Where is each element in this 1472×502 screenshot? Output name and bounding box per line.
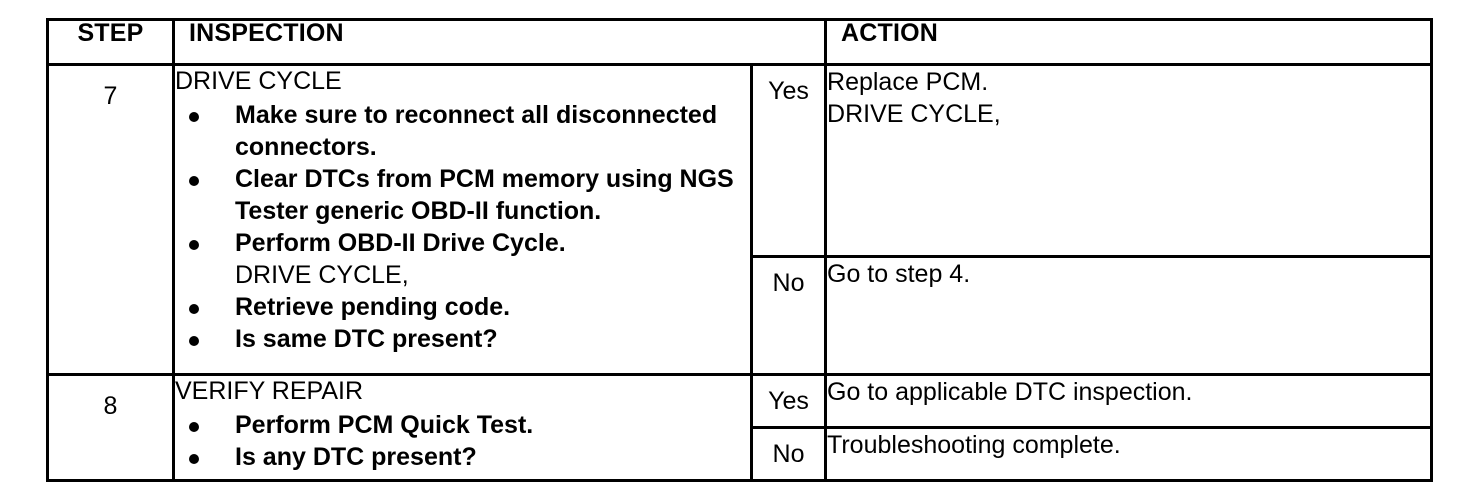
outcome-label-text: No <box>772 269 805 298</box>
action-cell: Replace PCM. DRIVE CYCLE, <box>824 62 1434 259</box>
inspection-cell: VERIFY REPAIR Perform PCM Quick Test. Is… <box>172 373 753 482</box>
column-header-action-label: ACTION <box>841 19 939 47</box>
list-item: Clear DTCs from PCM memory using NGS Tes… <box>175 163 750 227</box>
action-line: Go to step 4. <box>827 260 971 289</box>
table-row: No Troubleshooting complete. <box>48 426 1434 482</box>
column-header-inspection: INSPECTION <box>171 18 828 66</box>
outcome-label-text: Yes <box>768 387 809 416</box>
column-header-step: STEP <box>46 18 175 66</box>
step-number-cell: 7 <box>46 62 175 377</box>
list-item-text: Is any DTC present? <box>235 442 477 471</box>
list-item: Perform PCM Quick Test. <box>175 409 750 441</box>
list-item-text: Is same DTC present? <box>235 324 498 353</box>
diagnostic-procedure-table: STEP INSPECTION ACTION 7 DRIVE CYCLE <box>46 18 1434 482</box>
list-item-text: Retrieve pending code. <box>235 292 511 321</box>
list-item-text: Perform PCM Quick Test. <box>235 410 534 439</box>
table-row: No Go to step 4. <box>48 255 1434 377</box>
bullet-icon <box>189 239 199 250</box>
table-row: 7 DRIVE CYCLE Make sure to reconnect all… <box>46 62 1434 377</box>
list-item: Make sure to reconnect all disconnected … <box>175 99 750 163</box>
inspection-bullet-list: Make sure to reconnect all disconnected … <box>175 99 750 355</box>
inspection-bullet-list: Perform PCM Quick Test. Is any DTC prese… <box>175 409 750 473</box>
action-line: Replace PCM. <box>827 68 989 96</box>
outcome-label-yes: Yes <box>749 62 828 259</box>
list-item-text: Perform OBD-II Drive Cycle. <box>235 228 566 257</box>
inspection-cell: DRIVE CYCLE Make sure to reconnect all d… <box>172 62 753 377</box>
bullet-icon <box>189 303 199 314</box>
step-number: 7 <box>103 82 118 110</box>
bullet-icon <box>189 111 199 122</box>
list-item: Perform OBD-II Drive Cycle. DRIVE CYCLE, <box>175 227 750 291</box>
list-item: Is same DTC present? <box>175 323 750 355</box>
action-cell: Go to applicable DTC inspection. <box>824 373 1434 430</box>
step-number-cell: 8 <box>46 373 175 482</box>
action-line: DRIVE CYCLE, <box>827 100 1001 128</box>
column-header-inspection-label: INSPECTION <box>189 19 344 47</box>
inspection-title: DRIVE CYCLE <box>175 67 342 95</box>
bullet-icon <box>189 175 199 186</box>
list-item-subtext: DRIVE CYCLE, <box>235 260 409 289</box>
outcome-label-no: No <box>749 426 828 482</box>
action-cell: Go to step 4. <box>824 255 1434 377</box>
column-header-action: ACTION <box>824 18 1434 66</box>
bullet-icon <box>189 453 199 464</box>
table-row: 8 VERIFY REPAIR Perform PCM Quick Test. … <box>46 373 1434 482</box>
action-line: Troubleshooting complete. <box>827 431 1121 460</box>
action-line: Go to applicable DTC inspection. <box>827 378 1193 407</box>
outcome-label-text: Yes <box>768 77 809 105</box>
outcome-label-no: No <box>749 255 828 377</box>
list-item-text: Clear DTCs from PCM memory using NGS Tes… <box>235 164 734 225</box>
bullet-icon <box>189 335 199 346</box>
bullet-icon <box>189 421 199 432</box>
inspection-title: VERIFY REPAIR <box>175 377 364 406</box>
action-cell: Troubleshooting complete. <box>824 426 1434 482</box>
step-number: 8 <box>103 392 118 421</box>
column-header-step-label: STEP <box>77 19 144 47</box>
outcome-label-text: No <box>772 440 805 469</box>
list-item: Retrieve pending code. <box>175 291 750 323</box>
outcome-label-yes: Yes <box>749 373 828 430</box>
table-header-row: STEP INSPECTION ACTION <box>46 18 1434 66</box>
list-item: Is any DTC present? <box>175 441 750 473</box>
list-item-text: Make sure to reconnect all disconnected … <box>235 100 718 161</box>
